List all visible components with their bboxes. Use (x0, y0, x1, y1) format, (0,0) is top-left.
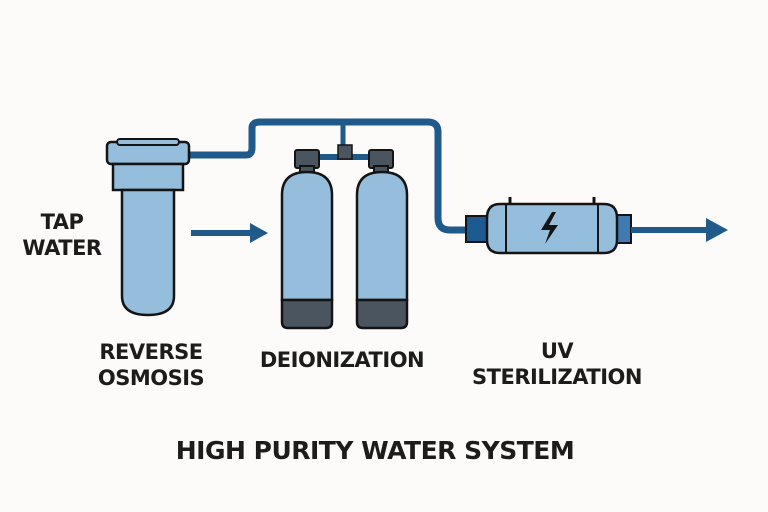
label-reverse-osmosis-line1: REVERSE (99, 340, 203, 364)
lightning-bolt-icon (541, 212, 558, 244)
uv-sterilizer (465, 197, 632, 255)
reverse-osmosis-filter (105, 138, 191, 317)
deionization-tank-left (280, 149, 334, 330)
label-uv-sterilization: UV STERILIZATION (462, 339, 652, 390)
label-uv-sterilization-line2: STERILIZATION (472, 364, 642, 389)
label-deionization-line1: DEIONIZATION (259, 348, 425, 372)
flow-arrow-output (631, 218, 728, 242)
label-deionization: DEIONIZATION (242, 348, 442, 374)
label-reverse-osmosis: REVERSE OSMOSIS (82, 340, 220, 391)
deionization-tank-right (355, 149, 409, 330)
label-tap-water: TAP WATER (12, 210, 112, 261)
di-valve (337, 144, 353, 160)
flow-arrow-1 (191, 223, 268, 243)
label-tap-water-line2: WATER (22, 235, 102, 260)
label-uv-sterilization-line1: UV (540, 339, 574, 363)
label-reverse-osmosis-line2: OSMOSIS (97, 365, 205, 390)
label-tap-water-line1: TAP (40, 210, 84, 234)
diagram-title: HIGH PURITY WATER SYSTEM (175, 436, 575, 465)
